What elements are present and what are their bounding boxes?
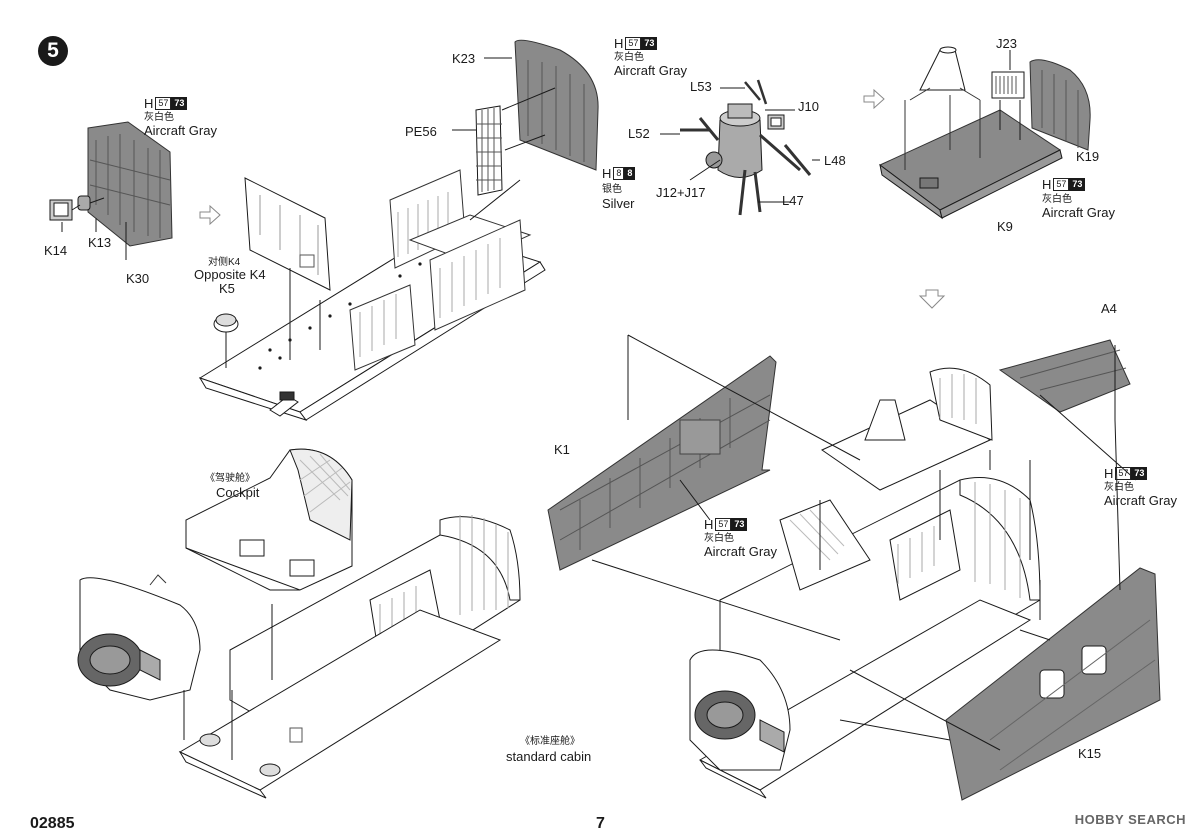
step-number-badge: 5 xyxy=(38,36,68,66)
paint-chip-a4: H 57 73 xyxy=(1104,465,1148,481)
product-code: 02885 xyxy=(30,815,75,832)
paint-hobby-letter: H xyxy=(1104,465,1114,481)
paint-chip-k1: H 57 73 xyxy=(704,516,748,532)
cockpit-label-cn: 《驾驶舱》 xyxy=(205,473,255,484)
paint-name-en: Aircraft Gray xyxy=(1042,205,1115,220)
part-label-l48: L48 xyxy=(824,153,846,168)
j12-j17-assembly xyxy=(680,79,812,216)
paint-name-cn: 灰白色 xyxy=(1042,194,1072,205)
paint-code-box: 57 xyxy=(1115,467,1132,480)
cockpit-section xyxy=(185,448,353,591)
standard-cabin-body xyxy=(178,515,521,799)
k13-part xyxy=(77,195,91,211)
rotor-head-assembly-2 xyxy=(689,649,791,771)
paint-hobby-letter: H xyxy=(614,35,624,51)
paint-code-box: 57 xyxy=(625,37,642,50)
part-label-j12-j17: J12+J17 xyxy=(656,185,706,200)
paint-name-cn: 灰白色 xyxy=(704,533,734,544)
paint-code-box: 57 xyxy=(155,97,172,110)
paint-hobby-letter: H xyxy=(1042,176,1052,192)
part-label-l47: L47 xyxy=(782,193,804,208)
paint-number-block: 8 xyxy=(624,167,636,180)
paint-hobby-letter: H xyxy=(602,165,612,181)
part-label-l53: L53 xyxy=(690,79,712,94)
paint-name-en: Aircraft Gray xyxy=(1104,493,1177,508)
paint-name-en: Silver xyxy=(602,196,635,211)
k1-side-panel xyxy=(547,355,777,571)
watermark: HOBBY SEARCH xyxy=(1074,812,1186,827)
part-label-a4: A4 xyxy=(1101,301,1117,316)
part-label-k23: K23 xyxy=(452,51,476,66)
paint-code-box: 57 xyxy=(715,518,732,531)
opposite-label-en: Opposite K4 xyxy=(194,267,266,282)
paint-chip-k30: H 57 73 xyxy=(144,95,188,111)
a4-roof-panel xyxy=(998,339,1131,413)
part-label-k30: K30 xyxy=(126,271,150,286)
paint-name-en: Aircraft Gray xyxy=(144,123,217,138)
cockpit-label-en: Cockpit xyxy=(216,485,260,500)
paint-name-cn: 灰白色 xyxy=(144,112,174,123)
paint-name-cn: 灰白色 xyxy=(614,52,644,63)
k19-bulkhead xyxy=(1029,59,1091,151)
paint-code-box: 8 xyxy=(613,167,625,180)
paint-name-cn: 银色 xyxy=(602,184,622,195)
paint-chip-k19: H 57 73 xyxy=(1042,176,1086,192)
pe56-mesh xyxy=(475,105,503,196)
part-label-k15: K15 xyxy=(1078,746,1102,761)
k15-side-panel xyxy=(945,567,1161,801)
part-label-k5: K5 xyxy=(219,281,235,296)
paint-name-en: Aircraft Gray xyxy=(614,63,687,78)
floor-assembly-top xyxy=(198,169,546,421)
paint-number-block: 73 xyxy=(171,97,188,110)
paint-hobby-letter: H xyxy=(704,516,714,532)
opposite-label-cn: 对侧K4 xyxy=(208,257,241,268)
page-number: 7 xyxy=(596,815,605,832)
part-label-k14: K14 xyxy=(44,243,68,258)
part-label-k19: K19 xyxy=(1076,149,1100,164)
paint-code-box: 57 xyxy=(1053,178,1070,191)
cabin-label-en: standard cabin xyxy=(506,749,592,764)
paint-number-block: 73 xyxy=(731,518,748,531)
k9-floor-plate xyxy=(879,46,1063,220)
k30-panel xyxy=(87,121,173,247)
paint-chip-k23: H 57 73 xyxy=(614,35,658,51)
part-label-j23: J23 xyxy=(996,36,1017,51)
paint-number-block: 73 xyxy=(1069,178,1086,191)
j10-part xyxy=(767,114,785,130)
part-label-l52: L52 xyxy=(628,126,650,141)
part-label-j10: J10 xyxy=(798,99,819,114)
paint-hobby-letter: H xyxy=(144,95,154,111)
part-label-k13: K13 xyxy=(88,235,112,250)
part-label-k1: K1 xyxy=(554,442,570,457)
k5-part xyxy=(213,313,239,333)
paint-number-block: 73 xyxy=(1131,467,1148,480)
paint-name-cn: 灰白色 xyxy=(1104,482,1134,493)
j23-part xyxy=(991,71,1025,99)
upper-deck-assembly xyxy=(820,367,993,491)
paint-number-block: 73 xyxy=(641,37,658,50)
cabin-label-cn: 《标准座舱》 xyxy=(520,736,580,747)
k14-part xyxy=(49,199,73,221)
paint-name-en: Aircraft Gray xyxy=(704,544,777,559)
part-label-k9: K9 xyxy=(997,219,1013,234)
k23-bulkhead xyxy=(514,39,599,171)
part-label-pe56: PE56 xyxy=(405,124,437,139)
rotor-head-assembly xyxy=(77,574,201,701)
paint-chip-silver: H 8 8 xyxy=(602,165,636,181)
